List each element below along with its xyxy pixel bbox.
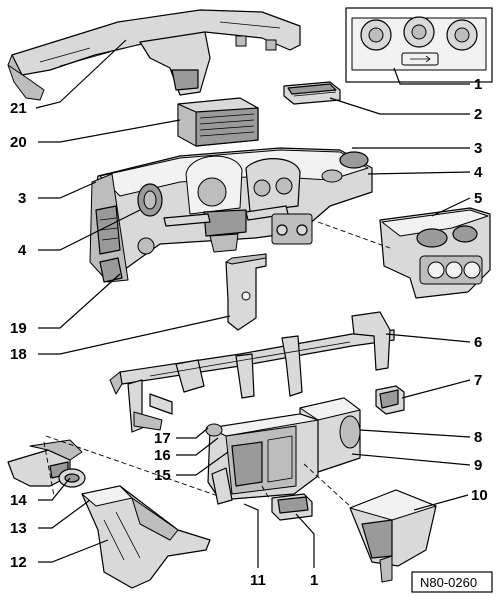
callout-4-left: 4 [18, 242, 27, 259]
callout-1-top: 1 [474, 76, 482, 93]
callout-13: 13 [10, 520, 27, 537]
callout-16: 16 [154, 447, 171, 464]
air-outlet-part [283, 81, 341, 105]
callout-9: 9 [474, 457, 482, 474]
callout-6: 6 [474, 334, 482, 351]
blower-actuator-part [271, 493, 313, 521]
callout-8: 8 [474, 429, 482, 446]
seal-ring-part [58, 468, 86, 488]
callout-1-bottom: 1 [310, 572, 318, 589]
center-trim-part [379, 207, 491, 299]
cross-member-part [109, 311, 395, 433]
callout-labels: 1 2 3 4 5 6 7 8 9 10 21 20 3 4 19 18 17 … [10, 76, 488, 589]
callout-17: 17 [154, 430, 171, 447]
callout-15: 15 [154, 467, 171, 484]
air-duct-part [349, 489, 437, 583]
callout-10: 10 [471, 487, 488, 504]
callout-18: 18 [10, 346, 27, 363]
callout-14: 14 [10, 492, 27, 509]
heater-control-part [345, 7, 493, 83]
callout-7: 7 [474, 372, 482, 389]
mounting-bracket-part [225, 253, 267, 331]
dashboard-panel-part [89, 147, 373, 283]
small-bracket-part [375, 385, 405, 415]
callout-5: 5 [474, 190, 482, 207]
callout-3-right: 3 [474, 140, 482, 157]
callout-4-right: 4 [474, 164, 483, 181]
callout-21: 21 [10, 100, 27, 117]
assembly-guide-lines [43, 221, 391, 509]
floor-duct-part [81, 485, 211, 589]
control-unit-part [177, 97, 259, 147]
reference-code: N80-0260 [420, 575, 477, 590]
leader-lines [35, 39, 471, 568]
callout-11: 11 [250, 572, 266, 589]
dash-top-frame-part [7, 9, 301, 101]
callout-20: 20 [10, 134, 27, 151]
callout-3-left: 3 [18, 190, 26, 207]
callout-19: 19 [10, 320, 27, 337]
callout-12: 12 [10, 554, 27, 571]
reference-code-box: N80-0260 [411, 571, 493, 593]
callout-2: 2 [474, 106, 482, 123]
heater-box-part [205, 397, 361, 505]
